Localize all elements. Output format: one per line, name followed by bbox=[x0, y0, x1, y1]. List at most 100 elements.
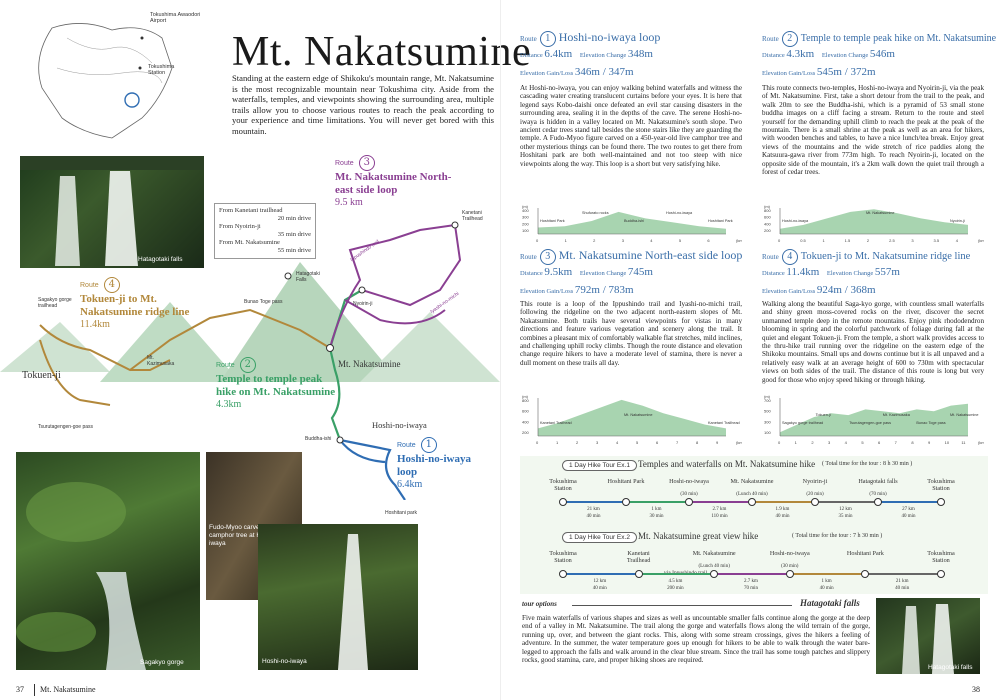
page-number-left: 37 bbox=[16, 685, 24, 694]
tour-badge: 1 Day Hike Tour Ex.1 bbox=[562, 460, 637, 471]
profile-x-tick: 0 bbox=[778, 440, 781, 445]
elev-label: Elevation Change bbox=[579, 52, 627, 59]
profile-x-tick: 4 bbox=[616, 440, 619, 445]
profile-x-tick: 3 bbox=[596, 440, 599, 445]
map-route-dist: 6.4km bbox=[397, 479, 423, 490]
inset-map: Tokushima Awaodori Airport Tokushima Sta… bbox=[12, 8, 212, 148]
hoshi-photo: Hoshi-no-iwaya bbox=[258, 524, 418, 670]
tour-stop-name: Tokushima Station bbox=[549, 550, 577, 564]
tour-stop-marker bbox=[622, 498, 630, 506]
gain-label: Elevation Gain/Loss bbox=[520, 70, 574, 77]
profile-x-tick: 7 bbox=[676, 440, 679, 445]
profile-x-tick: 4 bbox=[650, 238, 653, 243]
route-map bbox=[39, 221, 462, 500]
profile-point-label: Hoshi-no-iwaya bbox=[782, 219, 809, 223]
distance-label: Distance bbox=[762, 52, 785, 59]
access-line: 55 min drive bbox=[277, 247, 311, 254]
profile-area bbox=[780, 209, 968, 234]
tour-stop-marker bbox=[811, 498, 819, 506]
route-num: 3 bbox=[539, 249, 556, 265]
profile-x-tick: 10 bbox=[945, 440, 950, 445]
route-num: 1 bbox=[539, 31, 556, 47]
profile-x-tick: 8 bbox=[696, 440, 699, 445]
profile-x-tick: 2 bbox=[811, 440, 814, 445]
route-name: Tokuen-ji to Mt. Nakatsumine ridge line bbox=[800, 251, 971, 262]
map-label-hoshitani: Hoshitani park bbox=[385, 510, 417, 516]
map-route-1: Route 1 Hoshi-no-iwaya loop 6.4km bbox=[397, 432, 477, 490]
tour-stop-name: Tokushima Station bbox=[927, 478, 955, 492]
tour-stop-marker bbox=[748, 498, 756, 506]
profile-y-tick: 200 bbox=[522, 430, 529, 435]
profile-x-tick: 8 bbox=[911, 440, 914, 445]
map-label-nyoirin: Nyoirin-ji bbox=[353, 301, 373, 307]
tour-time: ( Total time for the tour : 8 h 30 min ) bbox=[822, 461, 913, 467]
sagakyo-photo: Sagakyo gorge bbox=[16, 452, 200, 670]
tour-leg-time: 40 min bbox=[895, 586, 910, 591]
hatagotaki-photo-small: Hatagotaki falls bbox=[876, 598, 980, 674]
map-label-nakatsumine: Mt. Nakatsumine bbox=[338, 359, 401, 369]
tour-stop-name: Kanetani Trailhead bbox=[626, 550, 651, 564]
route-name: Hoshi-no-iwaya loop bbox=[558, 30, 661, 44]
map-label-bunao: Bunao Toge pass bbox=[244, 299, 283, 305]
tour-stop-name: Mt. Nakatsumine bbox=[730, 478, 774, 485]
route-label: Route bbox=[520, 35, 537, 43]
map-route-name: Hoshi-no-iwaya loop bbox=[397, 453, 471, 478]
profile-x-tick: 1 bbox=[556, 440, 559, 445]
profile-y-tick: 600 bbox=[764, 215, 771, 220]
access-box: From Kanetani trailhead 20 min drive Fro… bbox=[214, 203, 316, 259]
tour-stop-marker bbox=[861, 570, 870, 578]
profile-x-tick: 5 bbox=[636, 440, 639, 445]
tour-leg-distance: 21 km bbox=[895, 579, 909, 584]
distance-label: Distance bbox=[762, 270, 785, 277]
tour-leg-time: 110 min bbox=[711, 514, 728, 519]
profile-x-tick: 6 bbox=[656, 440, 659, 445]
tour-leg-line bbox=[562, 501, 625, 503]
footer-title: Mt. Nakatsumine bbox=[40, 685, 96, 694]
profile-area bbox=[538, 399, 726, 436]
profile-x-tick: 2 bbox=[867, 238, 870, 243]
profile-point-label: Bunao Toge pass bbox=[916, 421, 945, 425]
tour-stop-duration: (70 min) bbox=[869, 492, 887, 497]
tour-leg-distance: 12 km bbox=[839, 507, 852, 512]
tour-stop-name: Tokushima Station bbox=[549, 478, 577, 492]
profile-y-tick: 400 bbox=[522, 208, 529, 213]
profile-area bbox=[538, 211, 726, 234]
route-2-profile: (m)80060040020000.511.522.533.54(km)Hosh… bbox=[764, 204, 984, 243]
tour-leg-time: 30 min bbox=[649, 514, 664, 519]
map-label-kazimusaka: Mt. Kazimusaka bbox=[147, 355, 175, 367]
profile-y-tick: 100 bbox=[522, 228, 529, 233]
gain-value: 346m / 347m bbox=[574, 66, 634, 78]
tour-stop-name: Hatagotaki falls bbox=[858, 478, 898, 485]
profile-x-tick: 9 bbox=[716, 440, 719, 445]
profile-y-tick: 400 bbox=[764, 221, 771, 226]
profile-x-tick: 2 bbox=[576, 440, 579, 445]
profile-x-tick: 4 bbox=[956, 238, 959, 243]
tour-title: Temples and waterfalls on Mt. Nakatsumin… bbox=[638, 459, 816, 469]
map-label-sagakyo: Sagakyo gorge trailhead bbox=[38, 297, 72, 309]
map-label-kanetani: Kanetani Trailhead bbox=[462, 210, 483, 222]
profile-x-tick: 3 bbox=[622, 238, 625, 243]
hatagotaki-caption: Hatagotaki falls bbox=[138, 256, 183, 263]
distance-label: Distance bbox=[520, 52, 543, 59]
tour-leg-line bbox=[713, 573, 789, 575]
profile-point-label: Tokuen-ji bbox=[816, 413, 831, 417]
inset-airport-label: Tokushima Awaodori Airport bbox=[150, 12, 201, 24]
tour-leg-time: 40 min bbox=[819, 586, 834, 591]
route-label: Route bbox=[762, 35, 779, 43]
elev-value: 348m bbox=[627, 48, 653, 60]
elev-value: 557m bbox=[874, 266, 900, 278]
tour-1: 1 Day Hike Tour Ex.1 Temples and waterfa… bbox=[520, 456, 988, 528]
elev-label: Elevation Change bbox=[821, 52, 869, 59]
tour-leg-line bbox=[788, 573, 865, 575]
elev-value: 745m bbox=[627, 266, 653, 278]
map-route-3: Route 3 Mt. Nakatsumine North-east side … bbox=[335, 150, 495, 208]
profile-y-tick: 800 bbox=[522, 398, 529, 403]
tour-2: 1 Day Hike Tour Ex.2 Mt. Nakatsumine gre… bbox=[520, 528, 988, 594]
route-4-profile: (m)70050030010001234567891011(km)Sagakyo… bbox=[764, 394, 984, 445]
route-2-text: This route connects two-temples, Hoshi-n… bbox=[762, 84, 984, 177]
profile-point-label: Tsurutagengen-goe pass bbox=[849, 421, 891, 425]
access-line: 35 min drive bbox=[277, 231, 311, 238]
map-route-dist: 11.4km bbox=[80, 319, 110, 330]
tour-leg-line bbox=[562, 573, 638, 575]
